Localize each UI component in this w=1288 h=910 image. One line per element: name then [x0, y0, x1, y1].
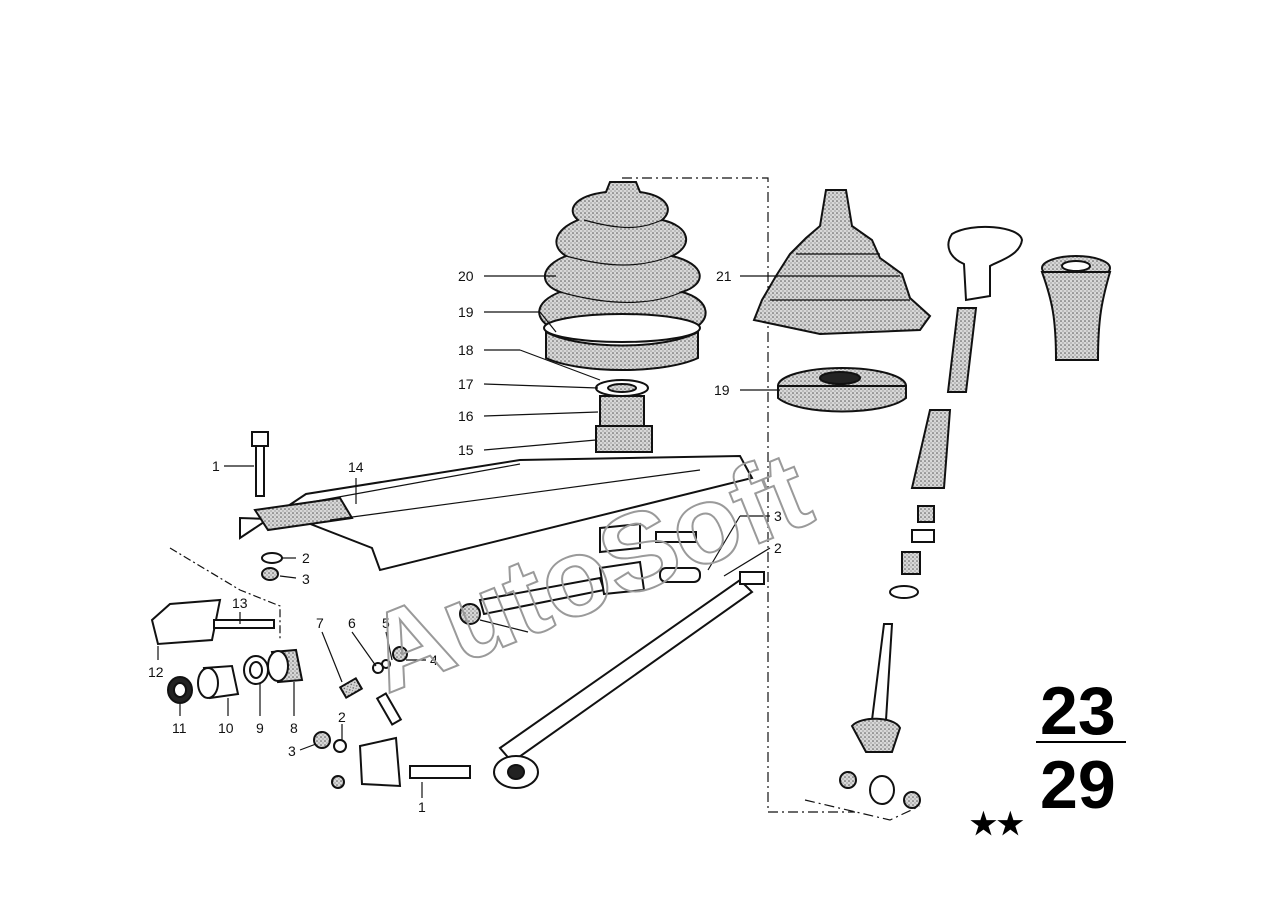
callout-6: 6 — [348, 615, 356, 631]
assembly-boundary-line — [622, 177, 921, 821]
gear-lever-assembly — [839, 505, 935, 809]
callout-19-right: 19 — [714, 382, 730, 398]
callout-13: 13 — [232, 595, 248, 611]
bolt-1-top — [251, 431, 269, 497]
shift-rod — [459, 522, 701, 633]
callout-17: 17 — [458, 376, 474, 392]
callout-3-bottom: 3 — [288, 743, 296, 759]
callout-20: 20 — [458, 268, 474, 284]
group-number-top: 23 — [1040, 673, 1116, 749]
gear-lever-boot-large — [538, 181, 707, 331]
rubber-mount-block — [150, 547, 281, 646]
gear-lever-boot-flat — [752, 189, 932, 336]
callout-11: 11 — [172, 720, 187, 736]
callout-8: 8 — [290, 720, 298, 736]
callout-1-bottom: 1 — [418, 799, 426, 815]
selector-rod — [493, 571, 765, 789]
callout-12: 12 — [148, 664, 164, 680]
leader-lines — [157, 275, 780, 798]
gear-knob-angled — [910, 225, 1024, 489]
callout-2-left: 2 — [302, 550, 310, 566]
bearing-assembly — [595, 379, 653, 453]
callout-2-bottom: 2 — [338, 709, 346, 725]
callout-18: 18 — [458, 342, 474, 358]
bolt-13 — [213, 619, 275, 629]
gear-shift-bracket — [239, 454, 754, 572]
callout-10: 10 — [218, 720, 234, 736]
callout-5: 5 — [382, 615, 390, 631]
callout-2-right: 2 — [774, 540, 782, 556]
callout-7: 7 — [316, 615, 324, 631]
callout-16: 16 — [458, 408, 474, 424]
damping-ring-19-right — [777, 367, 907, 413]
stars-rating: ★★ — [970, 808, 1024, 841]
small-parts-cluster — [313, 646, 471, 789]
callout-9: 9 — [256, 720, 264, 736]
bolt-1-bottom — [409, 765, 471, 779]
group-number-bottom: 29 — [1040, 747, 1116, 823]
callout-15: 15 — [458, 442, 474, 458]
washer-2-top — [261, 552, 283, 564]
callout-14: 14 — [348, 459, 364, 475]
callout-4: 4 — [430, 652, 438, 668]
bushing-set — [167, 648, 304, 704]
nut-3-top — [261, 567, 279, 581]
damping-ring-19 — [543, 313, 701, 371]
callout-3-left: 3 — [302, 571, 310, 587]
callout-19: 19 — [458, 304, 474, 320]
callout-1-top: 1 — [212, 458, 220, 474]
gear-knob-upright — [1040, 255, 1112, 361]
callout-21: 21 — [716, 268, 732, 284]
callout-3-right: 3 — [774, 508, 782, 524]
